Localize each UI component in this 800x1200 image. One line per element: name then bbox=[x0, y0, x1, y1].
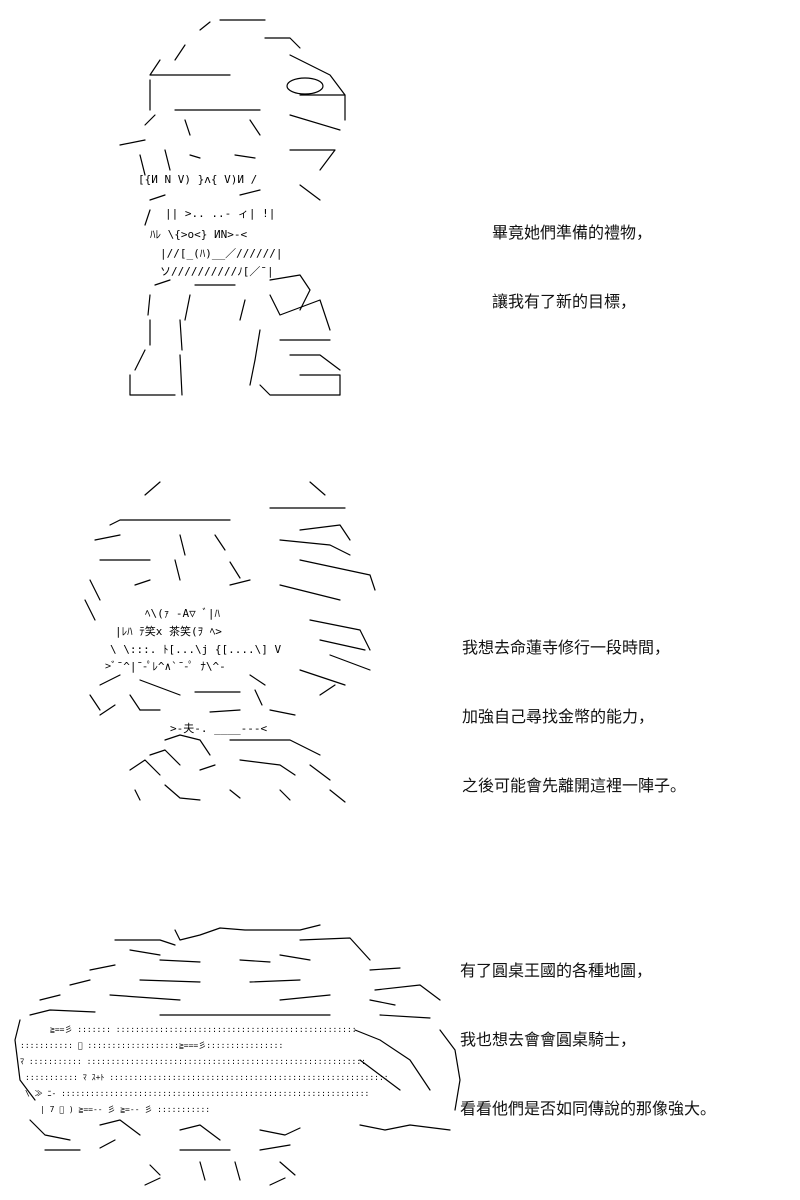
panel-1-caption-line-2: 讓我有了新的目標， bbox=[492, 292, 637, 311]
svg-text:ﾍ\(ｧ -A▽ ﾞ|ﾊ: ﾍ\(ｧ -A▽ ﾞ|ﾊ bbox=[145, 607, 220, 620]
panel-2: ﾍ\(ｧ -A▽ ﾞ|ﾊ |ﾚﾊ ﾃ笑x 茶笑(ｦ ﾍ> \ \:::. ﾄ[.… bbox=[0, 470, 800, 830]
svg-text:|| >.. ..- ィ| !|: || >.. ..- ィ| !| bbox=[165, 207, 275, 220]
panel-2-caption-line-3: 之後可能會先離開這裡一陣子。 bbox=[462, 776, 687, 795]
panel-1-caption: 畢竟她們準備的禮物， 讓我有了新的目標， bbox=[492, 175, 652, 359]
svg-text:\ \:::. ﾄ[...\j {[....\] V: \ \:::. ﾄ[...\j {[....\] V bbox=[110, 643, 281, 656]
ascii-art-character-1: [{И N V) }ʌ{ V)И / || >.. ..- ィ| !| ﾊﾚ \… bbox=[119, 19, 346, 396]
panel-3-caption: 有了圓桌王國的各種地圖， 我也想去會會圓桌騎士， 看看他們是否如同傳說的那像強大… bbox=[460, 913, 716, 1166]
svg-text:[{И N V) }ʌ{ V)И /: [{И N V) }ʌ{ V)И / bbox=[138, 173, 257, 186]
panel-2-caption-line-1: 我想去命蓮寺修行一段時間， bbox=[462, 638, 671, 657]
svg-text:ﾊﾚ \{>o<} ИN>-<: ﾊﾚ \{>o<} ИN>-< bbox=[150, 228, 247, 241]
panel-2-caption: 我想去命蓮寺修行一段時間， 加強自己尋找金幣的能力， 之後可能會先離開這裡一陣子… bbox=[462, 590, 686, 843]
panel-2-caption-line-2: 加強自己尋找金幣的能力， bbox=[462, 707, 655, 726]
ascii-art-character-3: ≧==彡 ::::::: :::::::::::::::::::::::::::… bbox=[14, 924, 461, 1186]
svg-text:\ ≫ ﾆ- :::::::::::::::::::::::: \ ≫ ﾆ- :::::::::::::::::::::::::::::::::… bbox=[25, 1089, 369, 1098]
svg-text:|ﾚﾊ ﾃ笑x 茶笑(ｦ ﾍ>: |ﾚﾊ ﾃ笑x 茶笑(ｦ ﾍ> bbox=[115, 624, 222, 638]
panel-3: ≧==彡 ::::::: :::::::::::::::::::::::::::… bbox=[0, 900, 800, 1200]
ascii-art-character-2: ﾍ\(ｧ -A▽ ﾞ|ﾊ |ﾚﾊ ﾃ笑x 茶笑(ｦ ﾍ> \ \:::. ﾄ[.… bbox=[84, 481, 376, 803]
svg-text:>-夫-. ____---<: >-夫-. ____---< bbox=[170, 722, 267, 735]
svg-text:::::::::::: ﾏ ｽ+ﾄ ::::::::::::: ::::::::::: ﾏ ｽ+ﾄ ::::::::::::::::::::::… bbox=[25, 1073, 389, 1082]
svg-text:ソ//////////ﾉ[／¯|: ソ//////////ﾉ[／¯| bbox=[160, 265, 274, 278]
svg-text:≧==彡 ::::::: :::::::::::::::::: ≧==彡 ::::::: :::::::::::::::::::::::::::… bbox=[50, 1025, 357, 1034]
panel-1: [{И N V) }ʌ{ V)И / || >.. ..- ィ| !| ﾊﾚ \… bbox=[0, 0, 800, 420]
svg-text:|//[_(ﾊ)__／//////|: |//[_(ﾊ)__／//////| bbox=[160, 247, 282, 260]
svg-text:| 7 ﾞ ) ≧==-- 彡 ≧=-- 彡 ::::::: | 7 ﾞ ) ≧==-- 彡 ≧=-- 彡 ::::::::::: bbox=[40, 1105, 210, 1114]
panel-1-caption-line-1: 畢竟她們準備的禮物， bbox=[492, 223, 653, 242]
svg-text:::::::::::: ﾞ :::::::::::::: ::::::::::: ﾞ :::::::::::::::::::≧===彡::… bbox=[20, 1041, 283, 1050]
panel-3-caption-line-1: 有了圓桌王國的各種地圖， bbox=[460, 961, 653, 980]
svg-text:ﾏ ::::::::::: :::::::::::::::: ﾏ ::::::::::: ::::::::::::::::::::::::::… bbox=[20, 1057, 366, 1066]
svg-text:>ﾞ¯^|¯-ﾟﾚ^∧`¯-ﾟ ﾅ\^-: >ﾞ¯^|¯-ﾟﾚ^∧`¯-ﾟ ﾅ\^- bbox=[105, 660, 226, 673]
panel-3-caption-line-2: 我也想去會會圓桌騎士， bbox=[460, 1030, 637, 1049]
panel-3-caption-line-3: 看看他們是否如同傳說的那像強大。 bbox=[460, 1099, 717, 1118]
